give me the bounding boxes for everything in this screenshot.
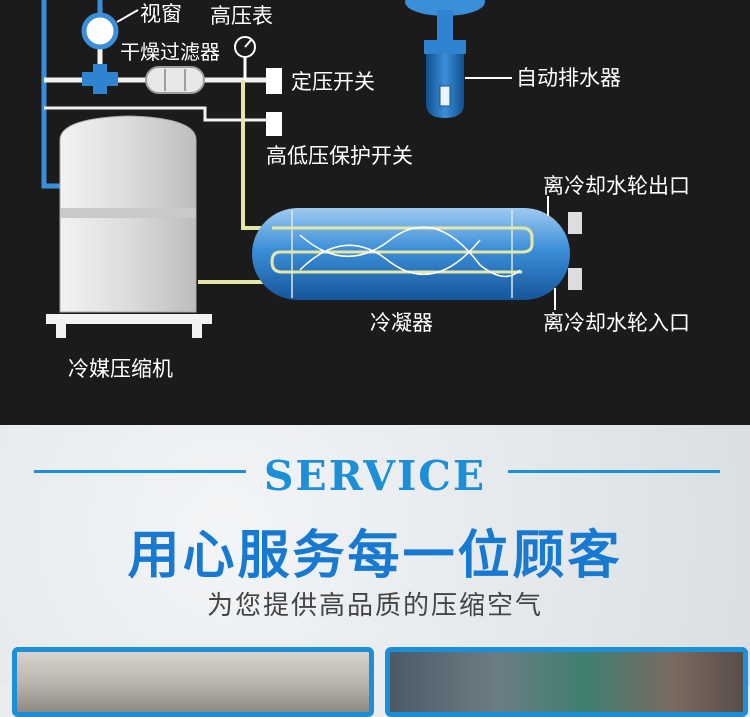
label-hl-protect-switch: 高低压保护开关 <box>266 144 413 168</box>
blue-pipe-left <box>41 0 62 189</box>
label-water-outlet: 离冷却水轮出口 <box>543 174 690 198</box>
hl-switch-icon <box>266 112 282 136</box>
auto-drain-icon <box>405 0 485 118</box>
refrigeration-diagram: 视窗 高压表 干燥过滤器 定压开关 自动排水器 高低压保护开关 离冷却水轮出口 … <box>0 0 750 425</box>
factory-photo-left <box>12 647 374 717</box>
divider-left <box>34 470 246 473</box>
diagram-graphics <box>41 0 582 338</box>
label-sight-glass: 视窗 <box>140 2 182 26</box>
label-high-pressure-gauge: 高压表 <box>210 4 273 28</box>
label-auto-drain: 自动排水器 <box>516 66 621 90</box>
factory-photo-right <box>385 647 748 717</box>
sight-glass-icon <box>81 12 119 50</box>
label-compressor: 冷媒压缩机 <box>68 357 173 381</box>
service-section: SERVICE 用心服务每一位顾客 为您提供高品质的压缩空气 <box>0 425 750 717</box>
dry-filter-icon <box>145 66 205 94</box>
label-pressure-switch: 定压开关 <box>291 70 375 94</box>
label-condenser: 冷凝器 <box>370 311 433 335</box>
service-subline: 为您提供高品质的压缩空气 <box>206 591 543 621</box>
condenser-icon <box>252 208 582 300</box>
pressure-switch-icon <box>266 68 282 94</box>
divider-right <box>508 470 720 473</box>
service-title: SERVICE <box>263 452 487 500</box>
label-dry-filter: 干燥过滤器 <box>120 40 220 64</box>
white-pipe-branch <box>44 106 270 122</box>
label-water-inlet: 离冷却水轮入口 <box>543 311 690 335</box>
service-headline: 用心服务每一位顾客 <box>127 526 623 586</box>
compressor-icon <box>46 115 212 338</box>
